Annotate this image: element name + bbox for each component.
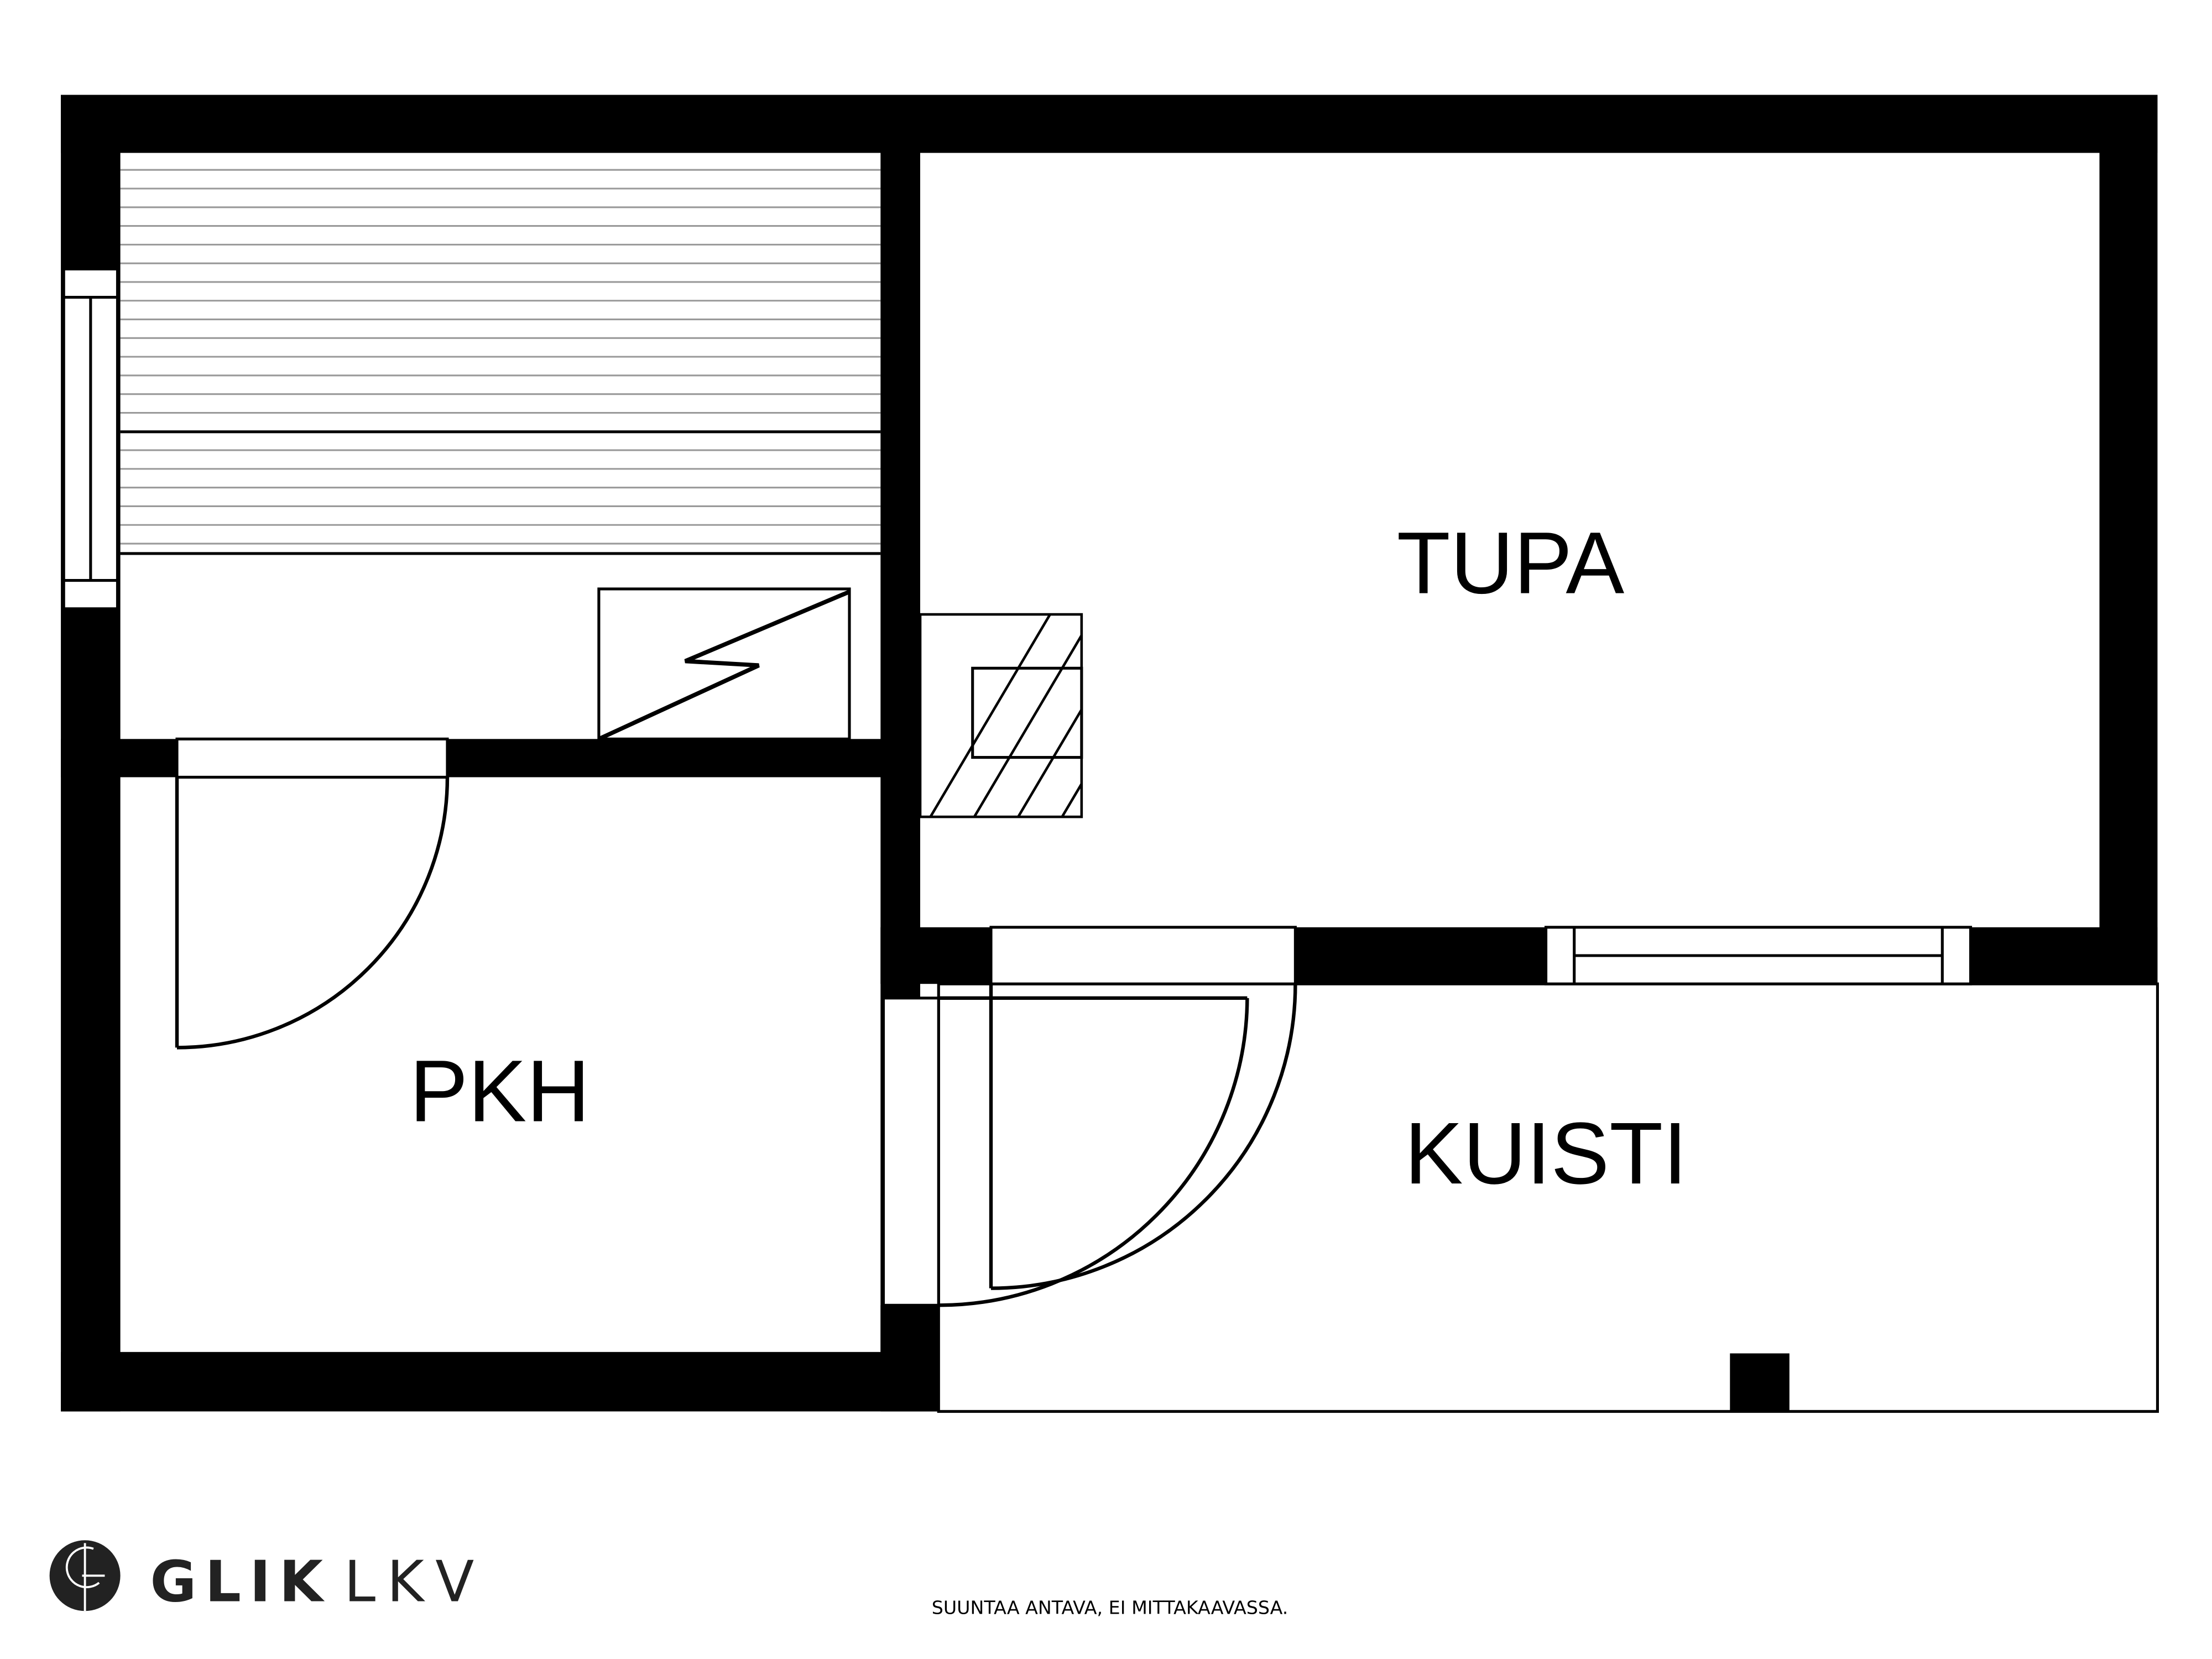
hatch-line (1272, 594, 1457, 906)
hatch-line (1097, 594, 1281, 906)
fireplace (919, 594, 1457, 906)
hatch-line (1060, 781, 1082, 817)
sauna-bench (120, 169, 881, 545)
door-sauna (175, 737, 450, 1050)
hatch-line (1185, 594, 1369, 906)
hatch-line (1141, 594, 1325, 906)
hatch-line (1229, 594, 1413, 906)
logo-emblem-icon (49, 1540, 121, 1611)
glik-logo: GLIK LKV (49, 1540, 486, 1615)
room-label-kuisti: KUISTI (1405, 1104, 1688, 1202)
brand-name-bold: GLIK (150, 1549, 331, 1615)
hatch-line (928, 614, 1052, 817)
hatch-line (1016, 707, 1082, 817)
window-sauna (62, 267, 119, 611)
disclaimer: SUUNTAA ANTAVA, EI MITTAKAAVASSA. (932, 1597, 1288, 1618)
brand-name-light: LKV (344, 1549, 486, 1615)
door-tupa (989, 926, 1297, 1290)
sauna-stove (597, 587, 851, 741)
room-label-pkh: PKH (410, 1042, 590, 1140)
door-entrance (881, 996, 1249, 1307)
window-tupa (1544, 926, 1973, 985)
room-label-tupa: TUPA (1397, 514, 1625, 612)
hatch-line (973, 633, 1082, 817)
